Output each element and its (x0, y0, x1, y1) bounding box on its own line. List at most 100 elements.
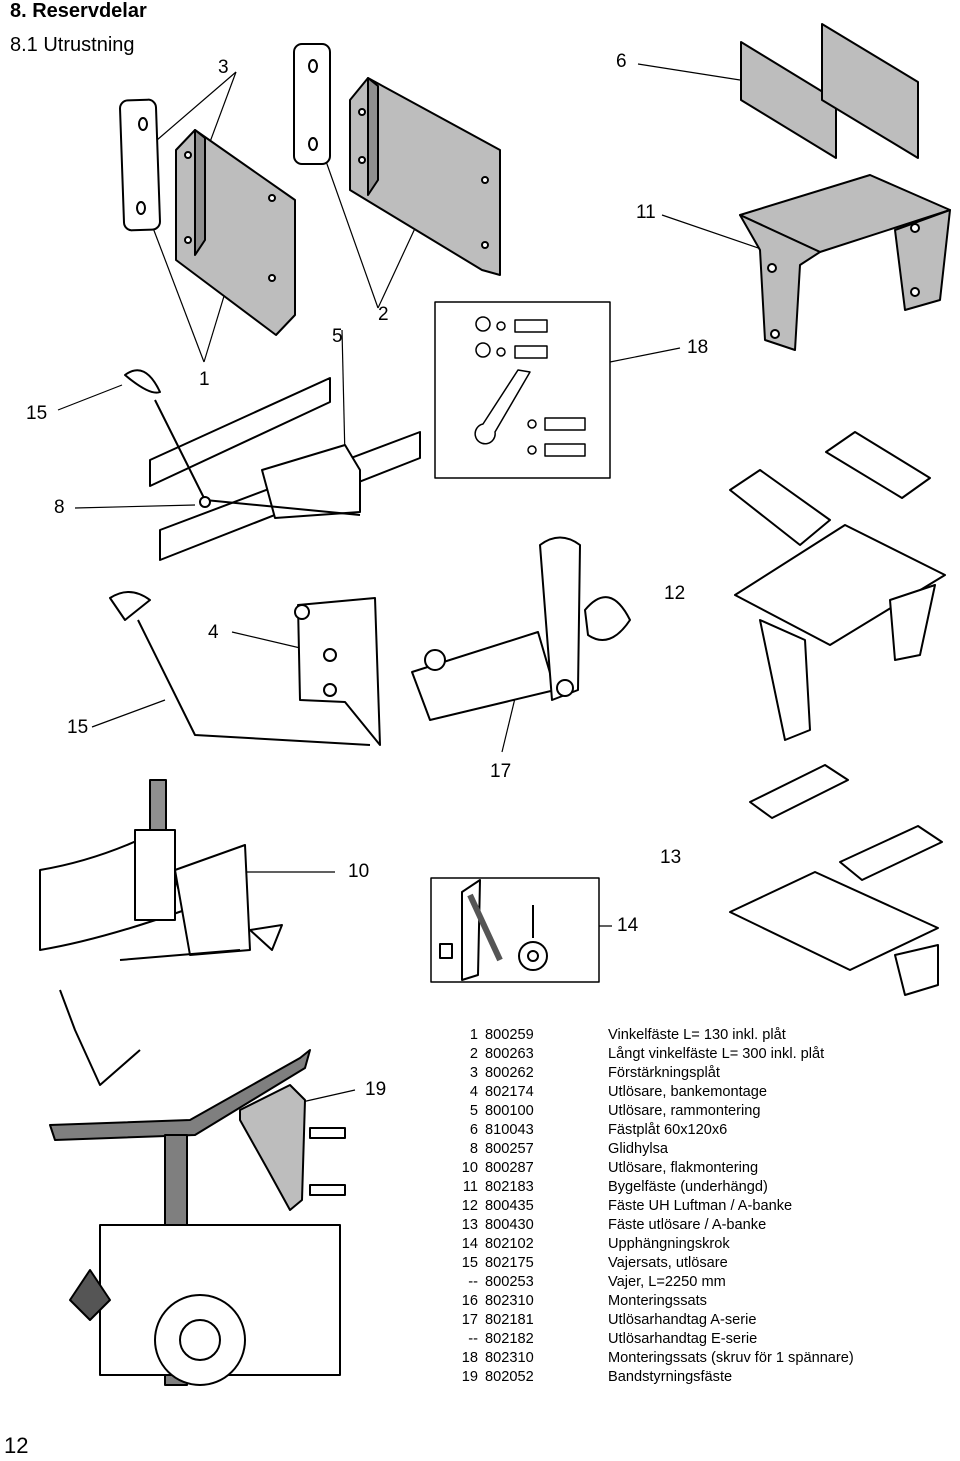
part-position: 4 (469, 1084, 478, 1100)
part-number: 800100 (485, 1103, 534, 1119)
parts-list-row: 18 802310 Monteringssats (skruv för 1 spän… (440, 1349, 854, 1368)
part-number: 802052 (485, 1369, 534, 1385)
angle-bracket-short (175, 129, 296, 336)
parts-list-row: -- 802182 Utlösarhandtag E-serie (440, 1330, 854, 1349)
callout-label: 5 (332, 326, 343, 347)
callout-label: 15 (26, 403, 48, 424)
part-position: -- (468, 1274, 478, 1290)
belt-guide-assembly (49, 989, 346, 1386)
callout-label: 13 (660, 847, 682, 868)
part-number: 800259 (485, 1027, 534, 1043)
callout-label: 17 (490, 761, 512, 782)
parts-list-row: 17 802181 Utlösarhandtag A-serie (440, 1311, 854, 1330)
part-number: 800287 (485, 1160, 534, 1176)
part-position: 19 (461, 1369, 478, 1385)
callout-label: 18 (687, 337, 709, 358)
part-position: 5 (469, 1103, 478, 1119)
part-description: Upphängningskrok (608, 1236, 730, 1252)
parts-list-row: 16 802310 Monteringssats (440, 1292, 854, 1311)
parts-list-row: 4 802174 Utlösare, bankemontage (440, 1083, 854, 1102)
callout-label: 11 (636, 202, 656, 223)
part-description: Vinkelfäste L= 130 inkl. plåt (608, 1027, 786, 1043)
part-position: 10 (461, 1160, 478, 1176)
part-description: Utlösare, flakmontering (608, 1160, 759, 1176)
callout-label: 2 (378, 304, 389, 325)
part-position: 13 (461, 1217, 478, 1233)
rail-release-assembly (124, 369, 421, 561)
part-description: Fäste UH Luftman / A-banke (608, 1198, 793, 1214)
part-number: 802310 (485, 1350, 534, 1366)
chapter-heading: 8. Reservdelar (10, 0, 147, 22)
bank-bracket-release (729, 764, 943, 996)
mounting-plates (740, 23, 919, 159)
part-description: Fäste utlösare / A-banke (608, 1217, 767, 1233)
parts-list-row: -- 800253 Vajer, L=2250 mm (440, 1273, 854, 1292)
part-description: Monteringssats (skruv för 1 spännare) (608, 1350, 854, 1366)
part-description: Utlösarhandtag E-serie (608, 1331, 758, 1347)
bank-bracket-uh (729, 431, 946, 741)
part-number: 802310 (485, 1293, 534, 1309)
parts-list: 1 800259 Vinkelfäste L= 130 inkl. plåt 2 800… (440, 1026, 854, 1387)
parts-list-row: 12 800435 Fäste UH Luftman / A-banke (440, 1197, 854, 1216)
parts-list-row: 1 800259 Vinkelfäste L= 130 inkl. plåt (440, 1026, 854, 1045)
callout-label: 14 (617, 915, 639, 936)
part-number: 800263 (485, 1046, 534, 1062)
suspension-hook (430, 877, 600, 983)
part-position: 2 (469, 1046, 478, 1062)
part-description: Vajer, L=2250 mm (608, 1274, 726, 1290)
part-number: 802175 (485, 1255, 534, 1271)
parts-list-row: 14 802102 Upphängningskrok (440, 1235, 854, 1254)
parts-list-row: 10 800287 Utlösare, flakmontering (440, 1159, 854, 1178)
part-description: Bygelfäste (underhängd) (608, 1179, 768, 1195)
part-position: 3 (469, 1065, 478, 1081)
part-description: Utlösarhandtag A-serie (608, 1312, 757, 1328)
part-description: Vajersats, utlösare (608, 1255, 728, 1271)
part-description: Utlösare, bankemontage (608, 1084, 768, 1100)
hanging-bracket (739, 174, 951, 351)
part-description: Bandstyrningsfäste (608, 1369, 733, 1385)
parts-list-row: 19 802052 Bandstyrningsfäste (440, 1368, 854, 1387)
page-number: 12 (4, 1433, 29, 1458)
part-number: 800257 (485, 1141, 534, 1157)
callout-label: 3 (218, 57, 229, 78)
part-number: 802174 (485, 1084, 534, 1100)
part-number: 800435 (485, 1198, 534, 1214)
part-position: 14 (461, 1236, 478, 1252)
callout-label: 19 (365, 1079, 387, 1100)
callout-label: 1 (199, 369, 210, 390)
bank-release-assembly (109, 591, 381, 746)
part-description: Långt vinkelfäste L= 300 inkl. plåt (608, 1046, 825, 1062)
part-number: 800253 (485, 1274, 534, 1290)
parts-list-row: 13 800430 Fäste utlösare / A-banke (440, 1216, 854, 1235)
callout-label: 10 (348, 861, 370, 882)
part-position: 16 (461, 1293, 478, 1309)
parts-list-row: 5 800100 Utlösare, rammontering (440, 1102, 854, 1121)
part-number: 800430 (485, 1217, 534, 1233)
screw-kit (434, 301, 611, 479)
part-number: 800262 (485, 1065, 534, 1081)
part-description: Monteringssats (608, 1293, 707, 1309)
part-position: 12 (461, 1198, 478, 1214)
deck-release-assembly (39, 779, 283, 961)
part-description: Utlösare, rammontering (608, 1103, 761, 1119)
part-position: 17 (461, 1312, 478, 1328)
part-position: 1 (469, 1027, 478, 1043)
part-position: 8 (469, 1141, 478, 1157)
callout-label: 12 (664, 583, 686, 604)
angle-bracket-long (349, 77, 501, 276)
callout-label: 6 (616, 51, 627, 72)
part-position: -- (468, 1331, 478, 1347)
part-position: 18 (461, 1350, 478, 1366)
part-number: 802182 (485, 1331, 534, 1347)
release-handle-assembly (411, 536, 631, 721)
parts-list-row: 2 800263 Långt vinkelfäste L= 300 inkl. pl… (440, 1045, 854, 1064)
part-number: 802102 (485, 1236, 534, 1252)
section-heading: 8.1 Utrustning (10, 34, 135, 56)
part-number: 802183 (485, 1179, 534, 1195)
part-number: 802181 (485, 1312, 534, 1328)
